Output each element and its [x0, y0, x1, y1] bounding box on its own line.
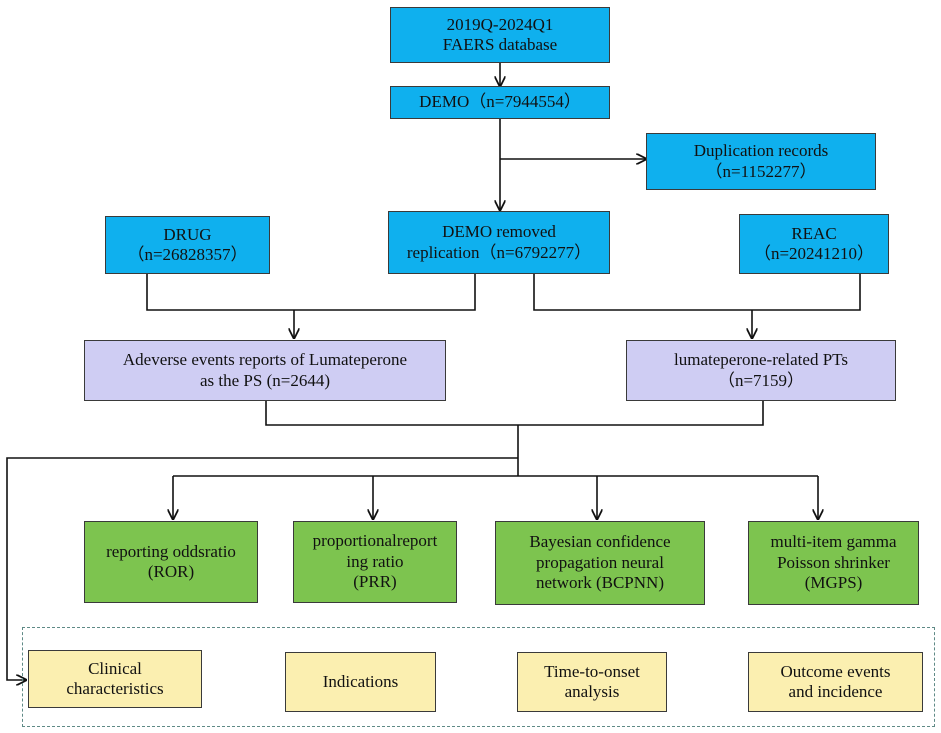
analysis-outcome-box: Outcome events and incidence: [748, 652, 923, 712]
method-mgps-box: multi-item gamma Poisson shrinker (MGPS): [748, 521, 919, 605]
demo-box: DEMO（n=7944554）: [390, 86, 610, 119]
method-prr-line1: proportionalreport: [312, 531, 438, 551]
analysis-outcome-line2: and incidence: [788, 682, 883, 701]
source-line2: FAERS database: [442, 35, 558, 54]
analysis-indications-box: Indications: [285, 652, 436, 712]
analysis-group-frame: [22, 627, 935, 727]
duplication-box: Duplication records （n=1152277）: [646, 133, 876, 190]
ae-reports-line2: as the PS (n=2644): [200, 370, 330, 390]
reac-box: REAC （n=20241210）: [739, 214, 889, 274]
duplication-line1: Duplication records: [693, 141, 829, 161]
pts-box: lumateperone-related PTs （n=7159）: [626, 340, 896, 401]
method-bcpnn-line1: Bayesian confidence: [529, 532, 671, 552]
analysis-tto-line1: Time-to-onset: [544, 661, 640, 681]
method-bcpnn-box: Bayesian confidence propagation neural n…: [495, 521, 705, 605]
analysis-clinical-line1: Clinical: [88, 658, 142, 678]
method-mgps-line2: Poisson shrinker: [777, 552, 890, 572]
ae-reports-box: Adeverse events reports of Lumateperone …: [84, 340, 446, 401]
analysis-outcome-line1: Outcome events: [780, 661, 891, 681]
analysis-clinical-line2: characteristics: [66, 679, 164, 698]
drug-box: DRUG （n=26828357）: [105, 216, 270, 274]
method-prr-line2: ing ratio: [346, 551, 404, 571]
demo-removed-box: DEMO removed replication（n=6792277）: [388, 211, 610, 274]
analysis-tto-line2: analysis: [564, 682, 620, 701]
method-ror-box: reporting oddsratio (ROR): [84, 521, 258, 603]
method-mgps-line3: (MGPS): [804, 573, 863, 593]
merge-bottom: [265, 400, 764, 426]
analysis-indications-line1: Indications: [322, 671, 399, 691]
method-bcpnn-line2: propagation neural: [536, 552, 664, 572]
method-bcpnn-line3: network (BCPNN): [536, 573, 664, 593]
demo-line1: DEMO（n=7944554）: [419, 92, 581, 112]
faers-source-box: 2019Q-2024Q1 FAERS database: [390, 7, 610, 63]
analysis-clinical-box: Clinical characteristics: [28, 650, 202, 708]
demo-removed-line1: DEMO removed: [442, 222, 556, 242]
reac-line2: （n=20241210）: [753, 244, 875, 263]
drug-line1: DRUG: [163, 224, 212, 244]
method-prr-box: proportionalreport ing ratio (PRR): [293, 521, 457, 603]
analysis-time-to-onset-box: Time-to-onset analysis: [517, 652, 667, 712]
reac-line1: REAC: [791, 223, 837, 243]
source-line1: 2019Q-2024Q1: [446, 14, 554, 34]
merge-right: [533, 274, 861, 311]
pts-line1: lumateperone-related PTs: [674, 350, 848, 370]
duplication-line2: （n=1152277）: [705, 161, 817, 181]
branch-left-path: [6, 457, 518, 680]
ae-reports-line1: Adeverse events reports of Lumateperone: [122, 350, 408, 370]
merge-left: [146, 274, 476, 311]
method-mgps-line1: multi-item gamma: [770, 532, 897, 552]
drug-line2: （n=26828357）: [127, 245, 248, 264]
demo-removed-line2: replication（n=6792277）: [406, 242, 592, 262]
method-ror-line2: (ROR): [147, 562, 195, 581]
pts-line2: （n=7159）: [717, 370, 805, 390]
method-ror-line1: reporting oddsratio: [106, 541, 236, 561]
method-prr-line3: (PRR): [353, 572, 397, 592]
